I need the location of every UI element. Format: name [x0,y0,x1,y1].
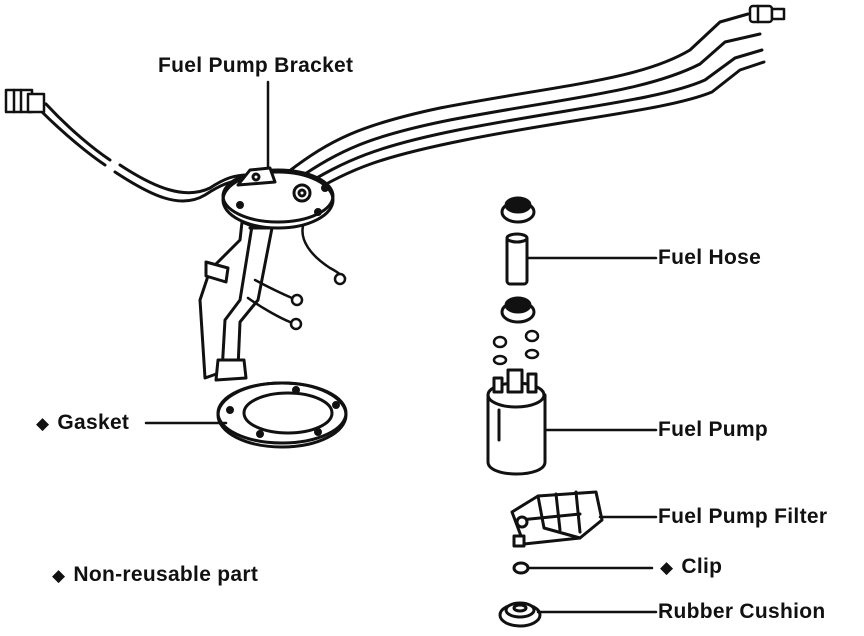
pump-terminal-parts [492,329,540,366]
wiring-harness [38,102,250,203]
gasket-drawing [216,381,348,449]
label-fuel-pump: Fuel Pump [658,418,769,441]
fuel-pump-bracket [198,166,335,382]
label-clip: ◆Clip [660,555,723,578]
fuel-hose-drawing [500,196,536,324]
clip-drawing [512,561,530,575]
non-reusable-marker-icon: ◆ [36,414,50,433]
fuel-pump-filter-drawing [510,490,604,548]
non-reusable-marker-icon: ◆ [52,566,66,585]
leader-lines [144,80,658,614]
label-fuel-pump-bracket: Fuel Pump Bracket [158,54,354,77]
fuel-lines [286,12,766,198]
ground-wires [246,224,347,331]
fuel-line-connector [748,4,786,24]
label-fuel-pump-filter: Fuel Pump Filter [658,505,828,528]
label-rubber-cushion: Rubber Cushion [658,600,826,623]
rubber-cushion-drawing [498,601,542,628]
fuel-pump-drawing [486,368,547,476]
wiring-connector [4,88,46,114]
legend-non-reusable-part: ◆Non-reusable part [52,563,259,586]
non-reusable-marker-icon: ◆ [660,558,674,577]
label-fuel-hose: Fuel Hose [658,246,762,269]
label-gasket: ◆Gasket [36,411,130,434]
